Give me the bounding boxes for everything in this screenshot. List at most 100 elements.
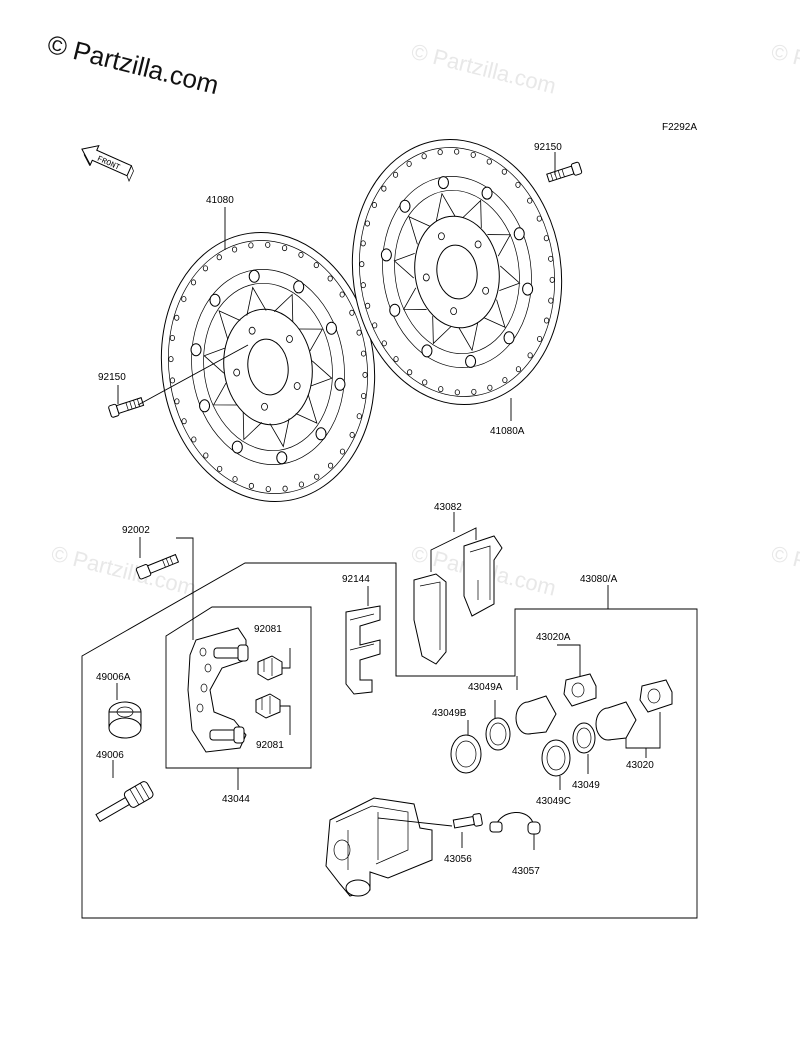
hub-bolt-hole: [482, 286, 490, 295]
disc-spoke: [487, 234, 512, 257]
disc-spoke: [499, 265, 521, 291]
disc-hole: [501, 168, 507, 175]
disc-hole: [406, 160, 412, 167]
figure-code: F2292A: [662, 122, 697, 133]
disc-hole: [313, 262, 319, 269]
disc-spoke: [269, 418, 290, 448]
disc-rivet: [421, 344, 433, 358]
disc-hole: [515, 366, 522, 373]
disc-hole: [470, 151, 476, 158]
disc-rivet: [522, 282, 534, 296]
pad-spring-bottom: [255, 693, 281, 719]
disc-hole: [169, 335, 175, 342]
caliper-body: [325, 797, 433, 897]
dust-seal-c: [541, 739, 571, 777]
disc-hole: [181, 296, 187, 303]
disc-spoke: [246, 286, 267, 316]
disc-hole: [454, 389, 460, 396]
disc-hole: [298, 251, 304, 258]
hub-bolt-hole: [437, 232, 445, 241]
disc-spoke: [393, 253, 415, 279]
slide-pin: [95, 781, 154, 823]
disc-hole: [231, 246, 238, 253]
disc-holes: [359, 148, 555, 396]
disc-rivet: [315, 427, 327, 441]
label-49006: 49006: [96, 750, 124, 761]
disc-holes: [168, 241, 368, 493]
bleeder-cap: [489, 812, 541, 835]
disc-hole: [181, 418, 187, 425]
disc-hole: [392, 171, 399, 178]
disc-hole: [349, 431, 355, 438]
disc-hole: [422, 379, 428, 386]
hub-bolt-hole: [261, 402, 268, 411]
disc-hole: [454, 148, 460, 155]
hub-bolt-hole: [248, 326, 256, 335]
label-92150-top: 92150: [534, 142, 562, 153]
disc-hole: [543, 317, 550, 324]
disc-rivet: [481, 186, 493, 200]
disc-hole: [372, 322, 378, 329]
disc-hole: [536, 215, 542, 222]
piston-cover: [639, 679, 673, 713]
disc-hole: [327, 275, 333, 282]
disc-hole: [174, 314, 180, 321]
pin-boot: [108, 701, 142, 739]
brake-disc-left: [160, 232, 376, 502]
disc-rivet: [380, 248, 392, 262]
front-arrow-icon: FRONT: [81, 145, 134, 182]
disc-hole: [527, 197, 533, 204]
hub-bolt-hole: [293, 382, 301, 390]
disc-hole: [216, 254, 222, 261]
disc-rivet: [293, 280, 305, 294]
disc-hole: [438, 386, 444, 393]
disc-hole: [527, 352, 533, 359]
label-43080A: 43080/A: [580, 574, 618, 585]
watermark-faint: © Partzilla.com: [49, 541, 199, 601]
disc-hole: [548, 297, 554, 304]
watermark-faint: © Partzilla.com: [769, 541, 800, 601]
label-41080A: 41080A: [490, 426, 525, 437]
disc-bolts: [380, 176, 534, 368]
label-43044: 43044: [222, 794, 250, 805]
disc-hole: [486, 158, 492, 165]
label-43049C: 43049C: [536, 796, 571, 807]
label-92002: 92002: [122, 525, 150, 536]
watermark-main: © Partzilla.com: [45, 29, 222, 100]
brake-pad-left: [413, 573, 447, 665]
caliper-bolt: [135, 553, 180, 580]
disc-bolt-left: [108, 397, 145, 418]
disc-hole: [314, 473, 320, 480]
disc-hole: [393, 356, 399, 363]
disc-spoke: [299, 328, 324, 352]
disc-hole: [359, 261, 365, 268]
disc-bolt-top: [546, 161, 583, 183]
disc-hole: [371, 202, 377, 209]
hub-bolt-hole: [286, 335, 293, 343]
disc-hole: [248, 242, 254, 249]
piston-a: [515, 695, 557, 735]
label-92144: 92144: [342, 574, 370, 585]
disc-spokes: [393, 192, 521, 352]
piston-seal-a: [485, 717, 511, 751]
disc-bolts: [190, 269, 346, 465]
disc-hole: [217, 465, 223, 472]
disc-spoke: [435, 192, 456, 222]
disc-rivet: [325, 321, 337, 335]
disc-hole: [298, 481, 305, 488]
disc-rivet: [199, 399, 211, 413]
piston-cover-a: [563, 673, 597, 707]
pad-spring-top: [257, 655, 283, 681]
label-43049: 43049: [572, 780, 600, 791]
disc-hole: [437, 149, 443, 156]
disc-spoke: [203, 347, 226, 374]
disc-rivet: [465, 354, 477, 368]
disc-hole: [339, 291, 345, 298]
label-43020A: 43020A: [536, 632, 571, 643]
disc-hole: [349, 309, 355, 316]
disc-hole: [502, 377, 508, 384]
disc-rivet: [503, 331, 515, 345]
label-43049A: 43049A: [468, 682, 503, 693]
disc-hole: [174, 398, 180, 405]
disc-hole: [543, 235, 549, 242]
